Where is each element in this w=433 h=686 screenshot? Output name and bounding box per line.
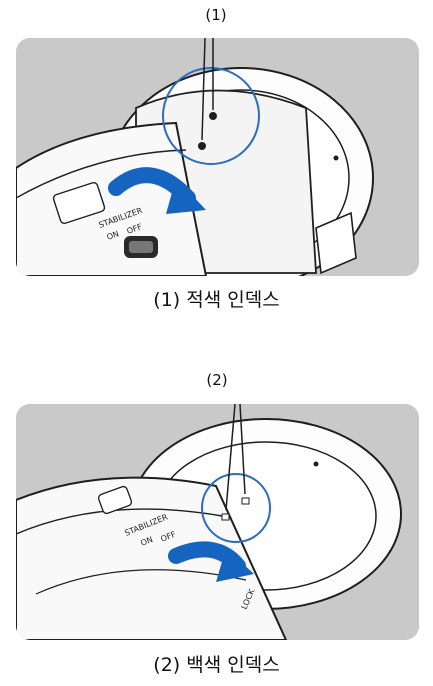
lens-attach-image-red-index: STABILIZER ON OFF <box>16 38 419 276</box>
white-index-body-mark-icon <box>241 497 250 505</box>
index-marker-label-1: (1) <box>205 6 227 24</box>
lens-attach-image-white-index: STABILIZER ON OFF LOCK <box>16 404 419 640</box>
lens-illustration-2: STABILIZER ON OFF LOCK <box>16 404 419 640</box>
index-highlight-circle-icon <box>162 67 260 165</box>
index-marker-label-2: (2) <box>206 371 228 389</box>
red-index-body-dot-icon <box>209 112 217 120</box>
caption-white-index: (2) 백색 인덱스 <box>153 654 280 676</box>
index-highlight-circle-icon <box>201 473 271 543</box>
white-index-lens-mark-icon <box>221 513 230 521</box>
on-label: ON <box>106 229 121 242</box>
on-label: ON <box>139 535 154 548</box>
lens-illustration-1: STABILIZER ON OFF <box>16 38 419 276</box>
red-index-lens-dot-icon <box>198 142 206 150</box>
caption-red-index: (1) 적색 인덱스 <box>153 289 280 311</box>
